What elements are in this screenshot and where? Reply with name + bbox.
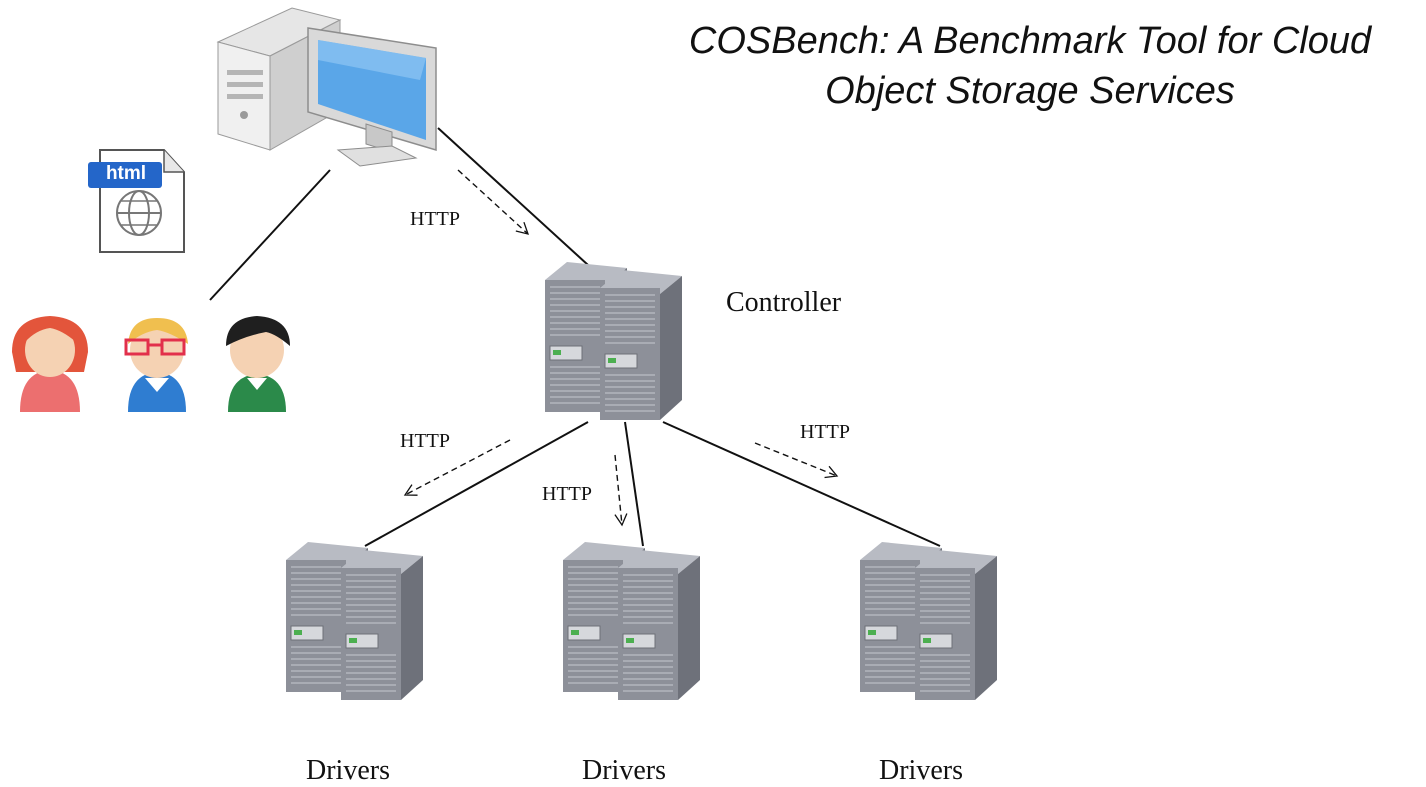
driver-server-icon: [285, 541, 424, 701]
user-avatar-green-icon: [226, 316, 290, 412]
html-document-icon: [88, 149, 185, 253]
desktop-computer-icon: [216, 7, 437, 167]
controller-server-icon: [544, 261, 683, 421]
link-controller-driver-1: [364, 421, 589, 547]
http-arrow-pc-controller: [457, 169, 530, 235]
title-line-1: COSBench: A Benchmark Tool for Cloud: [688, 20, 1372, 62]
http-label-driver-3: HTTP: [800, 421, 850, 443]
user-avatar-red-icon: [12, 316, 88, 412]
http-label-pc-controller: HTTP: [410, 208, 460, 230]
link-pc-controller: [437, 127, 589, 266]
controller-label: Controller: [726, 287, 842, 318]
http-label-driver-1: HTTP: [400, 430, 450, 452]
driver-server-icon: [859, 541, 998, 701]
diagram-title: COSBench: A Benchmark Tool for Cloud Obj…: [640, 16, 1420, 116]
driver-label: Drivers: [306, 755, 390, 786]
driver-server-icon: [562, 541, 701, 701]
html-badge-label: html: [105, 163, 147, 184]
http-arrow-driver-3: [754, 442, 839, 479]
user-avatar-blue-icon: [124, 318, 188, 412]
driver-label: Drivers: [582, 755, 666, 786]
http-arrow-driver-2: [614, 454, 628, 527]
driver-label: Drivers: [879, 755, 963, 786]
link-pc-users: [209, 169, 331, 301]
http-label-driver-2: HTTP: [542, 483, 592, 505]
link-controller-driver-3: [662, 421, 941, 547]
title-line-2: Object Storage Services: [825, 70, 1235, 112]
link-controller-driver-2: [624, 421, 644, 547]
